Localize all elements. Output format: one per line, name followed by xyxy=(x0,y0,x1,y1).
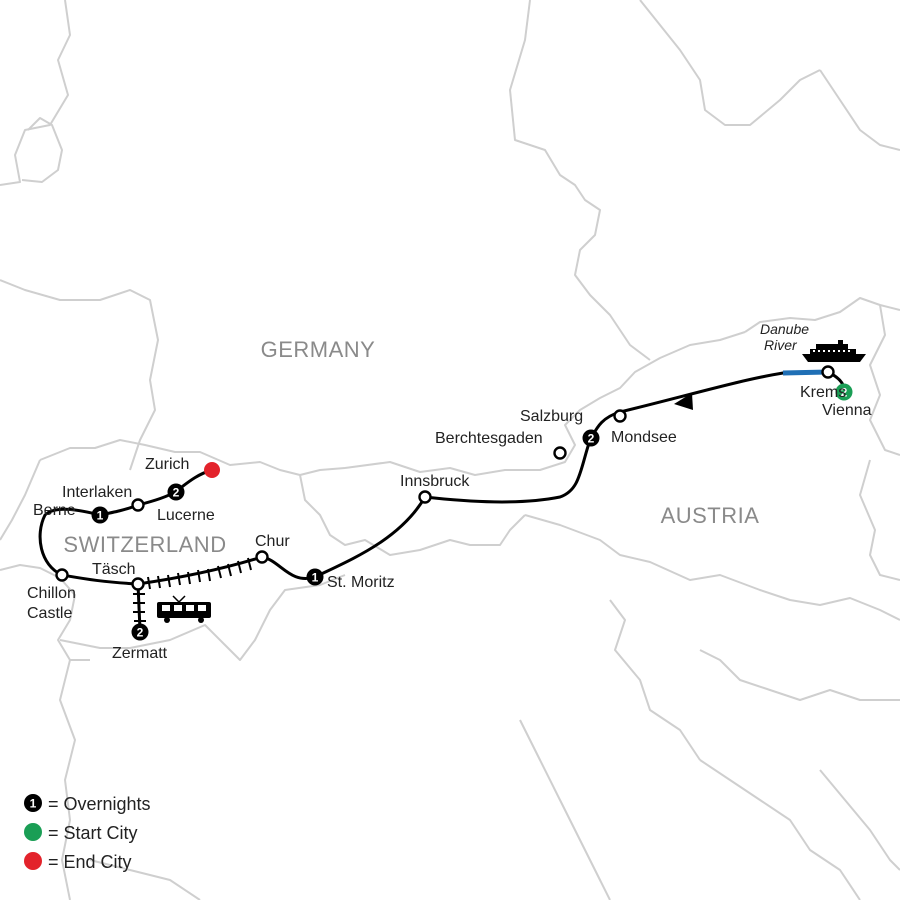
overnight-badge-lucerne: 2 xyxy=(167,483,185,501)
border-swiss-south xyxy=(59,574,346,661)
city-label-salzburg: Salzburg xyxy=(520,408,583,425)
city-label-zermatt: Zermatt xyxy=(112,645,168,662)
border-swiss-austria xyxy=(299,474,526,556)
train-icon xyxy=(157,595,211,623)
border-swiss-north xyxy=(39,439,346,476)
stop-innsbruck xyxy=(418,490,432,504)
svg-text:2: 2 xyxy=(137,626,144,640)
city-label-chillon: Chillon xyxy=(27,585,76,602)
legend-end-city-icon xyxy=(24,852,42,870)
border-austria-hungary xyxy=(859,459,900,581)
city-label-berchtesgaden: Berchtesgaden xyxy=(435,430,543,447)
direction-arrow-icon xyxy=(674,393,693,410)
legend-end-city: = End City xyxy=(24,852,132,872)
border-west-germany-france xyxy=(0,0,71,186)
border-germany-austria xyxy=(344,331,746,476)
stop-interlaken xyxy=(131,498,145,512)
svg-text:1: 1 xyxy=(97,509,104,523)
border-austria-slovakia xyxy=(869,304,900,456)
border-upper-loop xyxy=(21,117,63,183)
border-italy-slovenia xyxy=(609,599,701,761)
city-label-berne: Berne xyxy=(33,502,76,519)
end-city-marker-zurich xyxy=(204,462,220,478)
rail-ties-tasch-chur xyxy=(147,557,252,590)
border-poland-slovakia xyxy=(819,69,900,151)
stop-krems xyxy=(821,365,835,379)
legend-start-city-icon xyxy=(24,823,42,841)
overnight-badge-st-moritz: 1 xyxy=(306,568,324,586)
city-label-krems: Krems xyxy=(800,384,846,401)
route-austria-leg xyxy=(260,371,785,581)
city-labels: Zurich Interlaken Berne Lucerne Chillon … xyxy=(27,321,872,662)
water-label-danube: Danube xyxy=(760,321,809,337)
border-croatia-bosnia xyxy=(699,759,861,900)
city-label-mondsee: Mondsee xyxy=(611,429,677,446)
city-label-castle: Castle xyxy=(27,605,72,622)
border-slovenia-croatia xyxy=(699,649,900,701)
legend-start-city: = Start City xyxy=(24,823,138,843)
overnight-badge-vienna-start: 2 xyxy=(835,383,853,401)
city-label-chur: Chur xyxy=(255,533,290,550)
city-label-interlaken: Interlaken xyxy=(62,484,132,501)
river-cruise-segment xyxy=(782,369,829,376)
legend-start-city-label: = Start City xyxy=(48,823,138,843)
border-swiss-west xyxy=(0,459,41,541)
svg-text:2: 2 xyxy=(588,432,595,446)
svg-text:1: 1 xyxy=(312,571,319,585)
overnight-badge-berne: 1 xyxy=(91,506,109,524)
legend-overnights-badge: 1 xyxy=(30,797,37,811)
city-label-lucerne: Lucerne xyxy=(157,507,215,524)
border-czech-north xyxy=(639,0,821,126)
rail-ties-tasch-zermatt xyxy=(133,593,146,622)
border-germany-czech xyxy=(509,0,651,361)
border-czech-austria xyxy=(744,297,900,333)
border-italy-west xyxy=(89,859,201,900)
legend-overnights-label: = Overnights xyxy=(48,794,151,814)
stop-tasch xyxy=(131,577,145,591)
city-label-zurich: Zurich xyxy=(145,456,189,473)
legend-overnights: 1 = Overnights xyxy=(24,794,151,814)
stop-chur xyxy=(255,550,269,564)
overnight-badge-zermatt: 2 xyxy=(131,623,149,641)
city-label-st-moritz: St. Moritz xyxy=(327,574,395,591)
border-italy-coast xyxy=(519,719,611,900)
water-label-river: River xyxy=(764,337,798,353)
city-label-tasch: Täsch xyxy=(92,561,136,578)
city-label-vienna: Vienna xyxy=(822,402,872,419)
border-italy-france xyxy=(59,659,76,900)
border-germany-france-south xyxy=(0,279,159,471)
border-austria-slovenia xyxy=(524,514,900,621)
legend-overnights-icon xyxy=(24,794,42,812)
stop-mondsee xyxy=(613,409,627,423)
border-lake-geneva xyxy=(0,564,90,661)
stop-berchtesgaden xyxy=(553,446,567,460)
cruise-ship-icon xyxy=(802,340,866,362)
tour-route xyxy=(38,369,846,632)
overnight-badges: 2 1 2 1 2 2 xyxy=(91,383,853,641)
tour-stops xyxy=(55,365,835,591)
rail-tasch-zermatt xyxy=(136,582,142,632)
legend-end-city-label: = End City xyxy=(48,852,132,872)
city-label-innsbruck: Innsbruck xyxy=(400,473,470,490)
border-east-coast xyxy=(819,769,900,871)
svg-text:2: 2 xyxy=(173,486,180,500)
overnight-badge-salzburg: 2 xyxy=(582,429,600,447)
country-label-germany: GERMANY xyxy=(261,337,376,362)
stop-chillon-castle xyxy=(55,568,69,582)
country-label-austria: AUSTRIA xyxy=(661,503,760,528)
svg-text:2: 2 xyxy=(841,386,848,400)
country-label-switzerland: SWITZERLAND xyxy=(63,532,226,557)
map-legend: 1 = Overnights = Start City = End City xyxy=(24,794,151,872)
